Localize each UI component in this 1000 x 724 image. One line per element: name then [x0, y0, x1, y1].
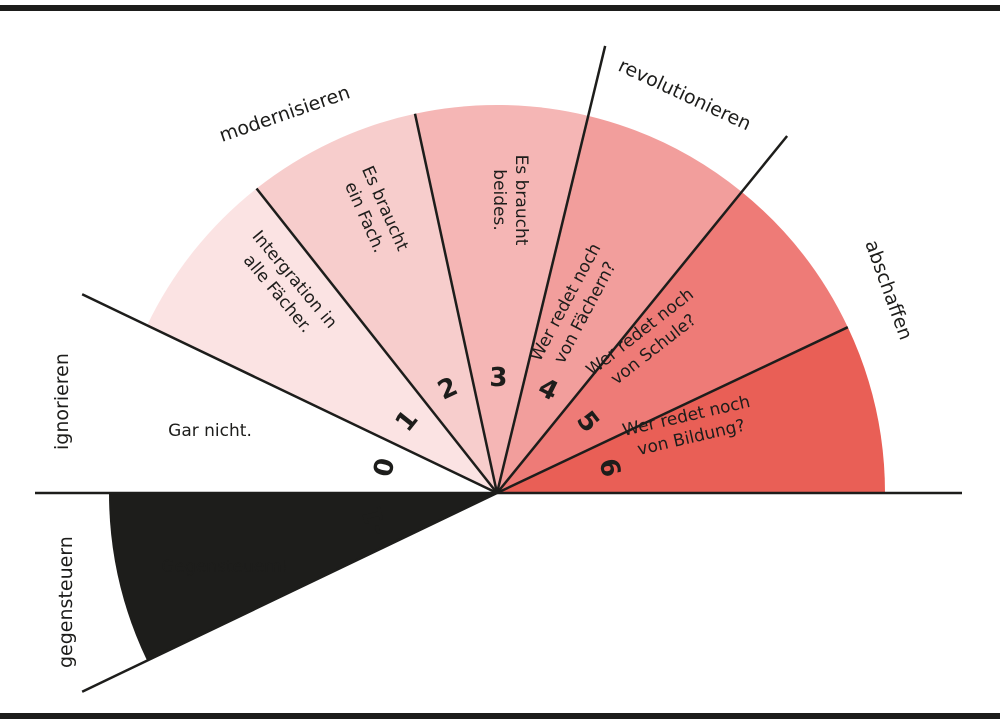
divider-line	[81, 293, 498, 495]
segment-label-line: Es braucht	[511, 155, 531, 246]
category-ignorieren: ignorieren	[51, 353, 73, 450]
top-rule	[0, 5, 1000, 11]
segment-label: Gar nicht.	[168, 421, 252, 441]
segment-number: -1	[357, 503, 393, 538]
segment-wedge-6	[497, 327, 885, 493]
divider-line	[495, 45, 607, 494]
divider-line	[255, 187, 498, 494]
segment-label-line: Gar nicht.	[168, 421, 252, 441]
divider-line	[413, 113, 499, 494]
segment-label-line: Gegensteuern!	[161, 557, 288, 577]
segment-wedge-1	[147, 188, 497, 493]
segment-label-line: beides.	[489, 169, 509, 230]
category-revolutionieren: revolutionieren	[615, 55, 755, 136]
segment-wedge-5	[497, 191, 848, 494]
segment-wedge-3	[415, 104, 589, 494]
category-modernisieren: modernisieren	[216, 81, 352, 146]
segment-wedge-2	[256, 113, 497, 493]
segment-wedge-4	[497, 115, 742, 493]
segment-wedge--1	[109, 493, 497, 661]
segment-number: 3	[489, 363, 507, 393]
divider-line	[496, 326, 849, 495]
bottom-rule	[0, 713, 1000, 719]
divider-line	[496, 135, 789, 494]
divider-line	[81, 491, 498, 693]
category-abschaffen: abschaffen	[860, 237, 916, 343]
segment-label: Gegensteuern!	[161, 557, 288, 577]
segment-wedge-0	[109, 325, 497, 493]
category-gegensteuern: gegensteuern	[55, 536, 77, 668]
segment-label: Es brauchtbeides.	[489, 155, 531, 246]
